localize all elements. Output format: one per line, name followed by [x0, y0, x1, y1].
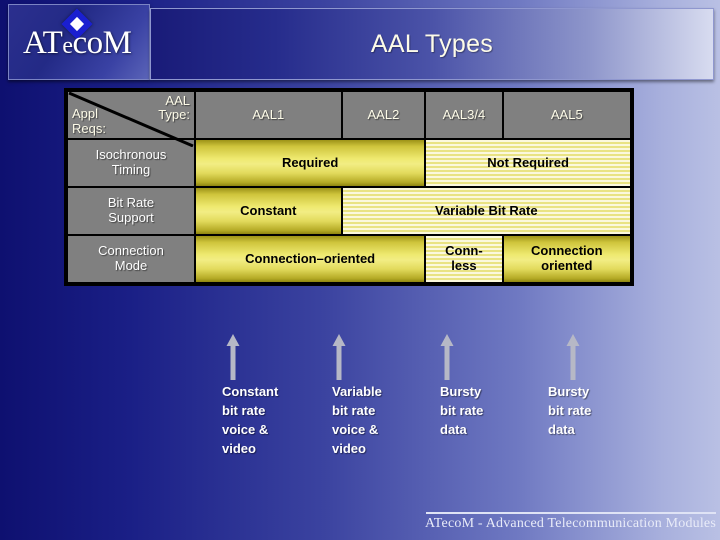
column-header-aal1: AAL1: [196, 92, 341, 138]
cell-bitrate-variable: Variable Bit Rate: [342, 188, 630, 234]
diagonal-divider-icon: [68, 92, 194, 147]
corner-header-cell: AAL Type: Appl Reqs:: [68, 92, 194, 147]
up-arrow-icon: [332, 334, 346, 380]
title-banner: AAL Types: [150, 8, 714, 80]
logo-wordmark: ATecoM: [23, 27, 132, 60]
column-header-aal2: AAL2: [342, 92, 425, 138]
logo-at: AT: [23, 25, 63, 61]
callout-label-constant: Constant bit rate voice & video: [222, 384, 279, 456]
up-arrow-icon: [226, 334, 240, 380]
footer-divider: [426, 512, 716, 514]
column-header-aal34: AAL3/4: [426, 92, 502, 138]
page-title: AAL Types: [370, 29, 494, 58]
table-row: Isochronous Timing Required Not Required: [68, 140, 630, 186]
footer-text: ATecoM - Advanced Telecommunication Modu…: [425, 516, 716, 531]
callout-label-variable: Variable bit rate voice & video: [332, 384, 382, 456]
up-arrow-icon: [566, 334, 580, 380]
column-header-aal5: AAL5: [503, 92, 630, 138]
table-header-row: AAL Type: Appl Reqs: AAL1 AAL2 AAL3/4 AA…: [68, 92, 630, 147]
cell-connection-oriented: Connection–oriented: [196, 236, 425, 282]
cell-isochronous-required: Required: [196, 140, 425, 186]
row-label-connection-mode: Connection Mode: [68, 236, 194, 282]
table-row: Bit Rate Support Constant Variable Bit R…: [68, 188, 630, 234]
callout-label-bursty-aal34: Bursty bit rate data: [440, 384, 484, 437]
aal-types-table: AAL Type: Appl Reqs: AAL1 AAL2 AAL3/4 AA…: [64, 88, 634, 286]
logo-co: co: [72, 25, 104, 61]
row-label-bit-rate-support: Bit Rate Support: [68, 188, 194, 234]
table-row: Connection Mode Connection–oriented Conn…: [68, 236, 630, 282]
logo-m: M: [102, 25, 132, 61]
slide-footer: ATecoM - Advanced Telecommunication Modu…: [425, 512, 716, 532]
callout-label-bursty-aal5: Bursty bit rate data: [548, 384, 592, 437]
row-label-isochronous-timing: Isochronous Timing: [68, 140, 194, 186]
cell-connectionless: Conn- less: [426, 236, 502, 282]
cell-connection-oriented-aal5: Connection oriented: [503, 236, 630, 282]
corner-label-aal-type: AAL Type:: [158, 93, 190, 123]
cell-isochronous-not-required: Not Required: [426, 140, 630, 186]
cell-bitrate-constant: Constant: [196, 188, 341, 234]
corner-label-appl-reqs: Appl Reqs:: [72, 106, 106, 136]
brand-logo: ATecoM: [8, 4, 150, 80]
up-arrow-icon: [440, 334, 454, 380]
logo-e: e: [62, 33, 73, 59]
